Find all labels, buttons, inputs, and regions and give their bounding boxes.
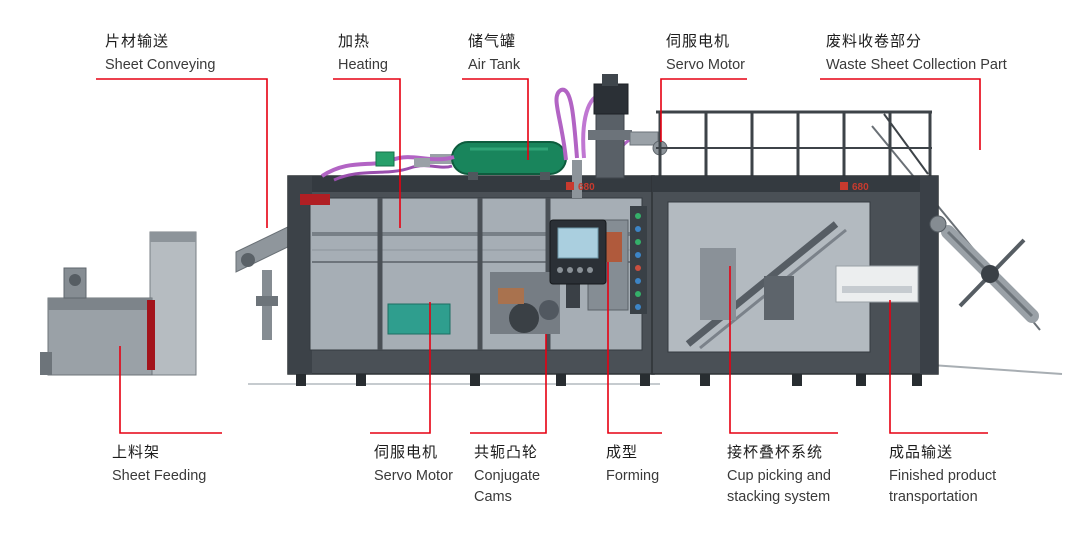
callout-line-finished-product bbox=[889, 300, 988, 434]
label-zh: 接杯叠杯系统 bbox=[727, 444, 824, 461]
callout-finished-product: 成品输送 Finished product transportation bbox=[889, 441, 1009, 508]
callout-sheet-feeding: 上料架 Sheet Feeding bbox=[112, 441, 242, 487]
product-outlet bbox=[835, 265, 919, 303]
label-en: Waste Sheet Collection Part bbox=[826, 57, 1007, 73]
callout-forming: 成型 Forming bbox=[606, 441, 686, 487]
servo-motor-top-assembly bbox=[588, 74, 668, 179]
label-en: Sheet Feeding bbox=[112, 468, 207, 484]
callout-line-heating bbox=[333, 78, 401, 228]
callout-heating: 加热 Heating bbox=[338, 30, 388, 76]
label-zh: 废料收卷部分 bbox=[826, 33, 923, 50]
callout-line-sheet-feeding bbox=[119, 346, 222, 434]
label-en: Finished product transportation bbox=[889, 468, 997, 505]
label-en: Forming bbox=[606, 468, 660, 484]
callout-line-forming bbox=[607, 262, 662, 434]
label-zh: 加热 bbox=[338, 33, 371, 50]
waste-collection-frame bbox=[656, 110, 932, 178]
brand-badge bbox=[300, 194, 330, 205]
machine-feet bbox=[296, 374, 922, 386]
callout-line-sheet-conveying bbox=[96, 78, 268, 228]
callout-air-tank: 储气罐 Air Tank bbox=[468, 30, 520, 76]
label-en: Sheet Conveying bbox=[105, 57, 216, 73]
waste-winder bbox=[929, 215, 1039, 323]
model-number-right: 680 bbox=[852, 182, 869, 193]
label-en: Air Tank bbox=[468, 57, 521, 73]
model-texts: 680 680 bbox=[566, 182, 869, 193]
callout-sheet-conveying: 片材输送 Sheet Conveying bbox=[105, 30, 215, 76]
sheet-feeder-unit bbox=[40, 231, 197, 376]
callout-line-air-tank bbox=[462, 78, 529, 160]
callout-line-servo-motor-bottom bbox=[370, 302, 431, 434]
label-zh: 伺服电机 bbox=[374, 444, 439, 461]
feeder-red-stripe bbox=[147, 300, 155, 370]
model-logo-right bbox=[840, 182, 848, 190]
label-zh: 伺服电机 bbox=[666, 33, 731, 50]
label-en: Servo Motor bbox=[666, 57, 745, 73]
callout-line-servo-motor-top bbox=[660, 78, 747, 142]
callout-line-waste-collection bbox=[820, 78, 981, 150]
label-en: Servo Motor bbox=[374, 468, 453, 484]
label-en: Conjugate Cams bbox=[474, 468, 541, 505]
label-zh: 共轭凸轮 bbox=[474, 444, 539, 461]
label-en: Heating bbox=[338, 57, 388, 73]
control-panel bbox=[549, 219, 607, 308]
label-zh: 成型 bbox=[606, 444, 639, 461]
green-valve bbox=[375, 151, 395, 167]
stacker-conveyor bbox=[685, 221, 839, 347]
callout-servo-motor-bottom: 伺服电机 Servo Motor bbox=[374, 441, 484, 487]
hmi-screen bbox=[557, 227, 599, 259]
model-logo-left bbox=[566, 182, 574, 190]
callout-waste-collection: 废料收卷部分 Waste Sheet Collection Part bbox=[826, 30, 1056, 76]
button-strip bbox=[630, 206, 647, 314]
servo-motor-block bbox=[593, 83, 629, 115]
callout-line-conjugate-cams bbox=[470, 334, 547, 434]
callout-line-cup-stacking bbox=[729, 266, 838, 434]
callout-servo-motor-top: 伺服电机 Servo Motor bbox=[666, 30, 745, 76]
label-zh: 片材输送 bbox=[105, 33, 170, 50]
label-zh: 储气罐 bbox=[468, 33, 517, 50]
callout-cup-stacking: 接杯叠杯系统 Cup picking and stacking system bbox=[727, 441, 849, 508]
conjugate-cam bbox=[509, 303, 539, 333]
interior-teal-unit bbox=[387, 303, 451, 335]
label-zh: 上料架 bbox=[112, 444, 161, 461]
model-number-left: 680 bbox=[578, 182, 595, 193]
callout-conjugate-cams: 共轭凸轮 Conjugate Cams bbox=[474, 441, 574, 508]
label-en: Cup picking and stacking system bbox=[727, 468, 831, 505]
label-zh: 成品输送 bbox=[889, 444, 954, 461]
tank-down-pipe bbox=[572, 160, 582, 198]
